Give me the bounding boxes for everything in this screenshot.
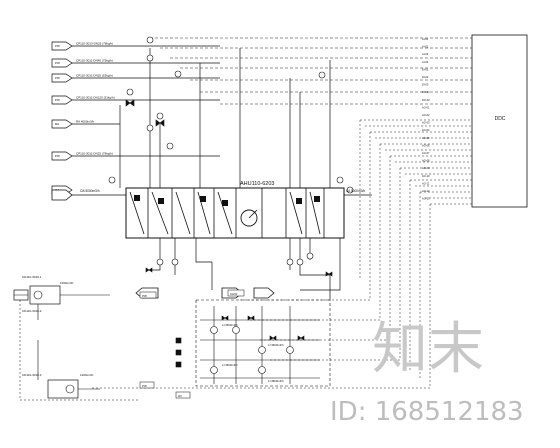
controller-signal-label: AI-04 <box>422 60 429 64</box>
vertical-pipes <box>119 48 331 188</box>
controller-signal-label: AO-03 <box>422 121 430 125</box>
inlet-tag: PW <box>55 98 60 102</box>
controller-signal-label: AO-08 <box>422 159 430 163</box>
inlet-text: CP110-3011-DN25 (53kg/h) <box>76 74 113 78</box>
inlet-pipes: PW CP110-3013-DN25 (78kg/h) PW CP110-3011-D… <box>51 41 220 195</box>
signal-label-list: AI-01AI-02AI-03AI-04DI-01DI-02DI-03DO-01… <box>422 37 430 201</box>
pump-station <box>175 299 331 387</box>
watermark-id: ID: 168512183 <box>330 397 524 427</box>
watermark-brand: 知末 <box>372 317 484 382</box>
pump-label-4: L=3600m3/h <box>268 379 284 383</box>
controller-signal-label: AO-07 <box>422 151 430 155</box>
oa-label: OA 5000m3/h <box>80 189 100 193</box>
pump-label-3: L=3600m3/h <box>222 363 238 367</box>
inlet-tag: PW <box>55 154 60 158</box>
signal-lines-right <box>90 119 472 389</box>
inlet-arrow <box>51 73 73 83</box>
controller-signal-label: DO-02 <box>422 98 430 102</box>
bottom-tag-2: PW <box>142 384 147 388</box>
inlet-arrow <box>51 58 73 68</box>
controller-signal-label: DO-01 <box>422 90 430 94</box>
ahu-tag: AHU110-6203 <box>240 181 274 187</box>
controller-signal-label: AI-03 <box>422 52 429 56</box>
side-unit-text-3: 1200m3/h <box>80 373 94 377</box>
inlet-text: CP110-3011-DN40 (75kg/h) <box>76 59 113 63</box>
pump-label-1: L=3600m3/h <box>222 323 238 327</box>
inlet-arrow <box>51 119 73 129</box>
inlet-tag: PW <box>55 44 60 48</box>
controller-signal-label: AI-02 <box>422 45 429 49</box>
ddc-label: DDC <box>495 116 506 122</box>
controller-signal-label: AO-09 <box>422 166 430 170</box>
controller-signal-label: AO-01 <box>422 105 430 109</box>
controller-signal-label: AI-01 <box>422 37 429 41</box>
inlet-tag: RA <box>55 122 59 126</box>
side-unit-text-1: 1200m3/h <box>60 281 74 285</box>
watermark: 知末 ID: 168512183 <box>330 317 524 427</box>
controller-signal-label: DI-01 <box>422 67 429 71</box>
lower-pipes <box>150 238 341 300</box>
controller-signal-label: DI-02 <box>422 75 429 79</box>
controller-signal-label: AO-04 <box>422 128 430 132</box>
signal-lines-top <box>150 37 472 105</box>
inlet-arrow <box>51 41 73 51</box>
controller-signal-label: AO-12 <box>422 189 430 193</box>
inlet-text: CP110-3011-DN25 (78kg/h) <box>76 152 113 156</box>
inlet-arrow <box>51 95 73 105</box>
bottom-tags: HV PW PW CHW <box>139 289 245 399</box>
controller-signal-label: AO-10 <box>422 174 430 178</box>
controller-signal-label: AO-02 <box>422 113 430 117</box>
controller-signal-label: AO-06 <box>422 143 430 147</box>
controller-signal-label: AO-05 <box>422 136 430 140</box>
pump-label-2: L=3600m3/h <box>268 343 284 347</box>
lower-valves <box>145 252 333 277</box>
inlet-text: CP110-3013-DN25 (78kg/h) <box>76 42 113 46</box>
side-unit-tag-2: CD110-3010-2 <box>22 309 42 313</box>
controller-signal-label: DI-03 <box>422 83 429 87</box>
side-unit-tag-3: CD110-3010-3 <box>22 373 42 377</box>
controller-signal-label: AO-11 <box>422 181 430 185</box>
side-unit-tag-1: CD110-3010-1 <box>22 275 42 279</box>
side-unit-labels: CD110-3010-1 1200m3/h CD110-3010-2 CD110… <box>22 275 94 377</box>
inlet-tag: PW <box>55 76 60 80</box>
inlet-text: CP110-3011-DN125 (51kg/h) <box>76 96 115 100</box>
ddc-panel: DDC <box>471 34 528 208</box>
inlet-tag: PW <box>55 61 60 65</box>
ahu-unit: AHU110-6203 <box>125 181 345 239</box>
valves <box>108 36 354 194</box>
pump-labels: L=3600m3/h L=3600m3/h L=3600m3/h L=3600m… <box>222 323 284 383</box>
sa-label: SA 5000m3/h <box>346 189 365 193</box>
bottom-tag-1: HV <box>178 394 182 398</box>
left-side-units <box>13 285 140 401</box>
bottom-tag-4: CHW <box>230 292 237 296</box>
inlet-arrow <box>51 151 73 161</box>
bottom-tag-3: PW <box>142 294 147 298</box>
controller-signal-label: AO-13 <box>422 197 430 201</box>
inlet-text: RA 4000m3/h <box>76 120 95 124</box>
